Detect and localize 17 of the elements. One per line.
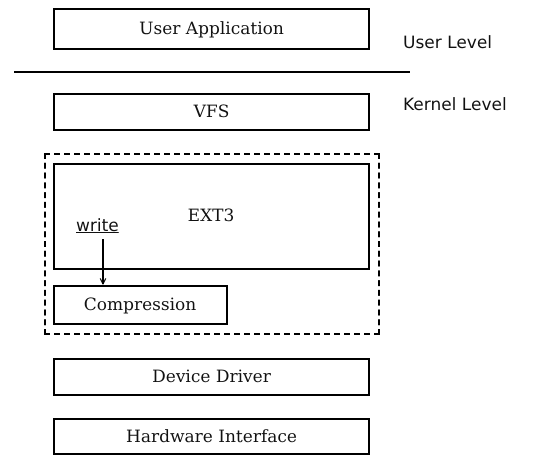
layer-box	[53, 418, 370, 455]
layer-label: User Application	[139, 19, 284, 39]
layer-label: Compression	[84, 294, 196, 314]
layer-box	[53, 358, 370, 396]
arrow	[100, 239, 106, 285]
layer-box	[52, 162, 370, 270]
layer-label: Device Driver	[152, 367, 271, 387]
layer-label: Hardware Interface	[126, 426, 297, 446]
layer-box	[53, 8, 370, 50]
layer-box	[52, 284, 228, 324]
operation-label: write	[76, 215, 119, 237]
layer-box	[53, 93, 370, 131]
level-label: User Level	[403, 33, 492, 53]
layer-label: EXT3	[188, 206, 234, 226]
layer-label: VFS	[194, 102, 230, 122]
level-label: Kernel Level	[403, 95, 507, 115]
dashed-group-box	[44, 153, 380, 335]
